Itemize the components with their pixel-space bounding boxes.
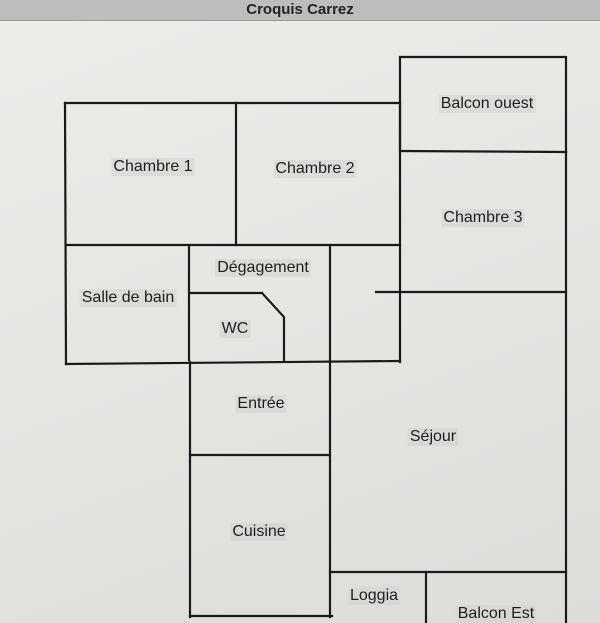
room-label-entree: Entrée	[235, 395, 287, 413]
header-bar: Croquis Carrez	[0, 0, 600, 21]
room-label-chambre-1: Chambre 1	[111, 158, 195, 176]
room-label-chambre-2: Chambre 2	[273, 160, 357, 178]
wall-balcon-ouest-south	[398, 149, 568, 154]
paper-sheet	[0, 21, 600, 623]
wall-west-bottom	[64, 359, 402, 366]
wall-wc-angled	[260, 291, 286, 362]
room-label-balcon-ouest: Balcon ouest	[438, 95, 536, 113]
room-label-balcon-est: Balcon Est	[455, 605, 537, 623]
room-label-cuisine: Cuisine	[230, 523, 288, 541]
wall-west	[63, 101, 68, 366]
room-label-wc: WC	[219, 320, 251, 338]
room-label-chambre-3: Chambre 3	[441, 209, 525, 227]
plan-title: Croquis Carrez	[246, 1, 354, 18]
room-label-degagement: Dégagement	[215, 259, 311, 277]
room-label-salle-de-bain: Salle de bain	[79, 289, 177, 307]
room-label-sejour: Séjour	[407, 428, 459, 446]
room-label-loggia: Loggia	[347, 587, 401, 605]
